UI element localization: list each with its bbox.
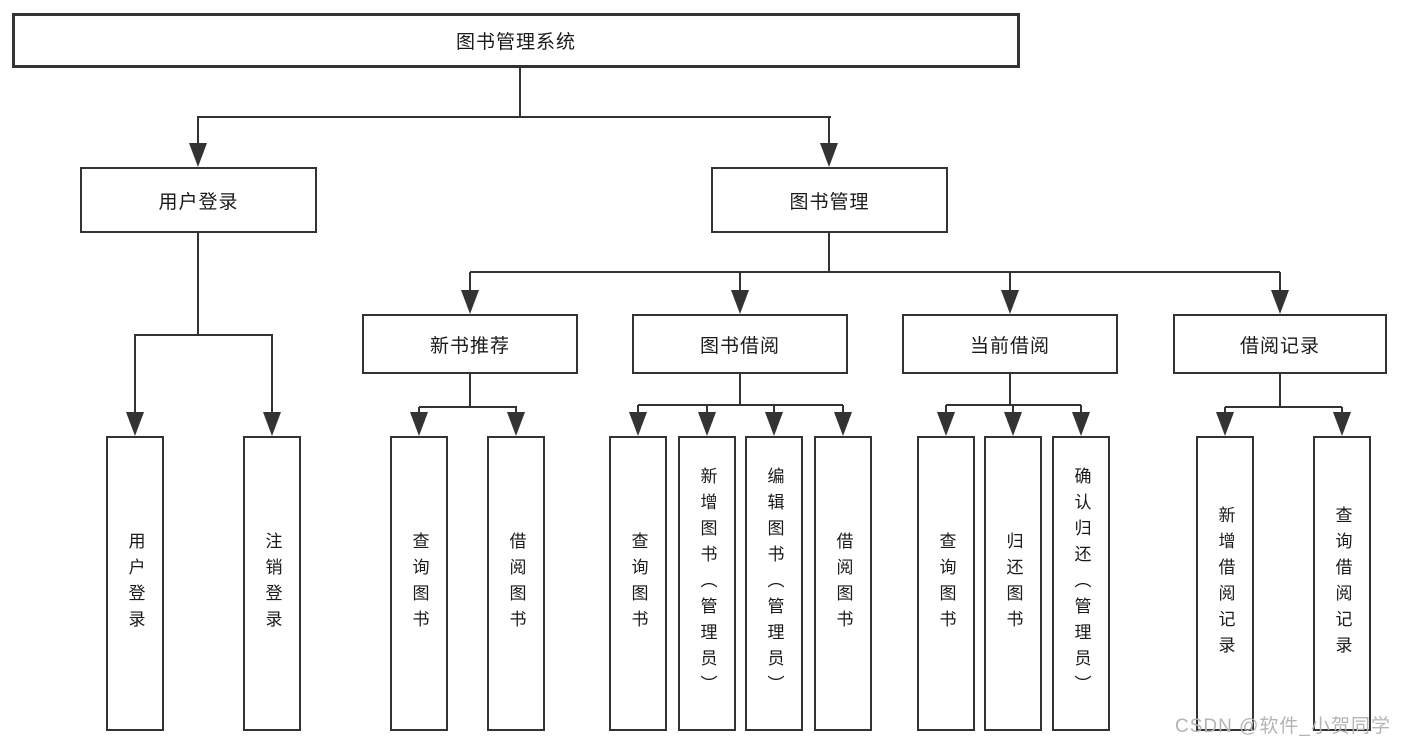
node-add-book-admin: 新增图书（管理员） bbox=[678, 436, 736, 731]
node-query-books-current: 查询图书 bbox=[917, 436, 975, 731]
node-user-login: 用户登录 bbox=[80, 167, 317, 233]
connector-vline bbox=[945, 405, 947, 413]
arrow-down-icon bbox=[834, 412, 852, 436]
arrow-down-icon bbox=[189, 143, 207, 167]
arrow-down-icon bbox=[698, 412, 716, 436]
arrow-down-icon bbox=[126, 412, 144, 436]
node-label: 编辑图书（管理员） bbox=[764, 466, 784, 701]
node-user-login-leaf: 用户登录 bbox=[106, 436, 164, 731]
connector-vline bbox=[1224, 407, 1226, 414]
node-query-books-recommend: 查询图书 bbox=[390, 436, 448, 731]
arrow-down-icon bbox=[1004, 412, 1022, 436]
node-label: 确认归还（管理员） bbox=[1071, 466, 1091, 701]
node-edit-book-admin: 编辑图书（管理员） bbox=[745, 436, 803, 731]
connector-hline bbox=[638, 404, 843, 406]
connector-vline bbox=[469, 272, 471, 292]
arrow-down-icon bbox=[820, 143, 838, 167]
node-borrow-books-recommend: 借阅图书 bbox=[487, 436, 545, 731]
connector-hline bbox=[197, 116, 831, 118]
node-book-management: 图书管理 bbox=[711, 167, 948, 233]
node-return-book: 归还图书 bbox=[984, 436, 1042, 731]
arrow-down-icon bbox=[1216, 412, 1234, 436]
connector-vline bbox=[1279, 272, 1281, 292]
connector-vline bbox=[519, 68, 521, 117]
connector-vline bbox=[1009, 374, 1011, 406]
connector-vline bbox=[739, 272, 741, 292]
connector-hline bbox=[470, 271, 1280, 273]
node-label: 查询图书 bbox=[936, 531, 956, 636]
connector-vline bbox=[418, 407, 420, 414]
connector-vline bbox=[706, 405, 708, 413]
node-new-book-recommend: 新书推荐 bbox=[362, 314, 578, 374]
connector-vline bbox=[1341, 407, 1343, 414]
connector-vline bbox=[271, 335, 273, 414]
node-label: 当前借阅 bbox=[969, 335, 1050, 357]
node-label: 查询借阅记录 bbox=[1332, 505, 1352, 662]
arrow-down-icon bbox=[629, 412, 647, 436]
node-label: 查询图书 bbox=[628, 531, 648, 636]
connector-vline bbox=[739, 374, 741, 406]
node-label: 用户登录 bbox=[125, 531, 145, 636]
node-label: 注销登录 bbox=[262, 531, 282, 636]
node-label: 新增借阅记录 bbox=[1215, 505, 1235, 662]
node-label: 图书管理 bbox=[789, 191, 870, 213]
node-borrow-book: 借阅图书 bbox=[814, 436, 872, 731]
arrow-down-icon bbox=[765, 412, 783, 436]
connector-vline bbox=[515, 407, 517, 414]
node-label: 用户登录 bbox=[158, 191, 239, 213]
connector-hline bbox=[134, 334, 273, 336]
node-book-borrowing: 图书借阅 bbox=[632, 314, 848, 374]
arrow-down-icon bbox=[263, 412, 281, 436]
arrow-down-icon bbox=[461, 290, 479, 314]
node-borrow-records: 借阅记录 bbox=[1173, 314, 1387, 374]
connector-vline bbox=[1009, 272, 1011, 292]
node-label: 新增图书（管理员） bbox=[697, 466, 717, 701]
node-library-system: 图书管理系统 bbox=[12, 13, 1020, 68]
arrow-down-icon bbox=[1333, 412, 1351, 436]
node-label: 借阅记录 bbox=[1239, 335, 1320, 357]
node-label: 借阅图书 bbox=[833, 531, 853, 636]
node-confirm-return-admin: 确认归还（管理员） bbox=[1052, 436, 1110, 731]
node-label: 归还图书 bbox=[1003, 531, 1023, 636]
connector-vline bbox=[828, 117, 830, 145]
node-label: 查询图书 bbox=[409, 531, 429, 636]
arrow-down-icon bbox=[1001, 290, 1019, 314]
connector-vline bbox=[773, 405, 775, 413]
connector-vline bbox=[469, 374, 471, 407]
node-logout: 注销登录 bbox=[243, 436, 301, 731]
connector-vline bbox=[1012, 405, 1014, 413]
connector-vline bbox=[1080, 405, 1082, 413]
arrow-down-icon bbox=[410, 412, 428, 436]
connector-vline bbox=[842, 405, 844, 413]
arrow-down-icon bbox=[1072, 412, 1090, 436]
node-label: 新书推荐 bbox=[429, 335, 510, 357]
connector-vline bbox=[197, 233, 199, 335]
connector-hline bbox=[1225, 406, 1342, 408]
watermark: CSDN @软件_小贺同学 bbox=[1175, 716, 1391, 737]
connector-vline bbox=[637, 405, 639, 413]
node-current-borrowing: 当前借阅 bbox=[902, 314, 1118, 374]
arrow-down-icon bbox=[731, 290, 749, 314]
node-query-borrow-record: 查询借阅记录 bbox=[1313, 436, 1371, 731]
node-add-borrow-record: 新增借阅记录 bbox=[1196, 436, 1254, 731]
arrow-down-icon bbox=[937, 412, 955, 436]
arrow-down-icon bbox=[507, 412, 525, 436]
connector-hline bbox=[419, 406, 517, 408]
connector-vline bbox=[134, 335, 136, 414]
node-label: 图书管理系统 bbox=[455, 32, 576, 53]
node-query-books-borrow: 查询图书 bbox=[609, 436, 667, 731]
connector-vline bbox=[197, 117, 199, 145]
connector-vline bbox=[1279, 374, 1281, 407]
node-label: 借阅图书 bbox=[506, 531, 526, 636]
node-label: 图书借阅 bbox=[699, 335, 780, 357]
arrow-down-icon bbox=[1271, 290, 1289, 314]
connector-vline bbox=[828, 233, 830, 272]
